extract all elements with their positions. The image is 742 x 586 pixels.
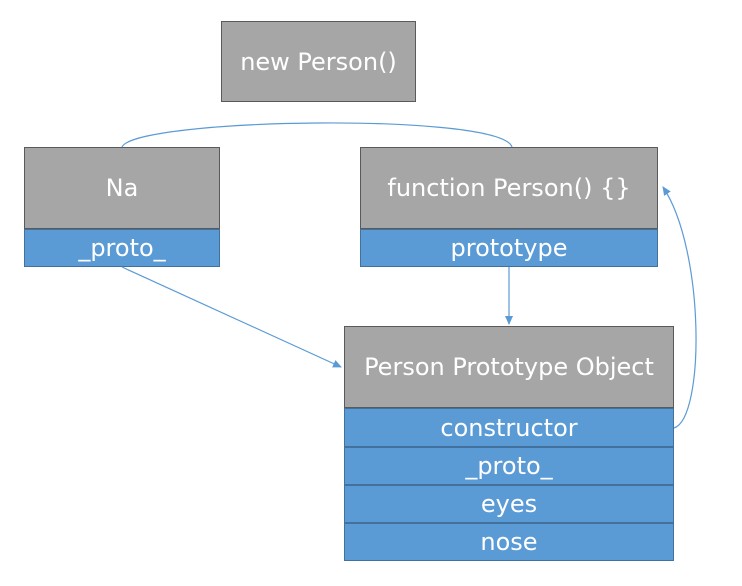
prototype-object-label: Person Prototype Object (364, 353, 654, 381)
instance-proto-label: _proto_ (78, 234, 166, 262)
prototype-row: prototype (360, 229, 658, 267)
row-label: nose (480, 528, 538, 556)
prototype-label: prototype (450, 234, 568, 262)
prototype-object-box: Person Prototype Object (344, 326, 674, 408)
new-person-label: new Person() (240, 47, 397, 76)
instance-proto-arrow (121, 266, 342, 368)
new-person-box: new Person() (221, 21, 416, 102)
instance-box: Na (24, 147, 220, 229)
prototype-object-row-proto: _proto_ (344, 447, 674, 485)
instance-label: Na (105, 174, 139, 202)
prototype-object-row-eyes: eyes (344, 485, 674, 523)
constructor-function-label: function Person() {} (387, 174, 631, 202)
new-connector-curve (121, 122, 513, 148)
row-label: _proto_ (465, 452, 553, 480)
prototype-object-row-constructor: constructor (344, 408, 674, 447)
instance-proto-row: _proto_ (24, 229, 220, 267)
row-label: eyes (480, 490, 538, 518)
prototype-object-row-nose: nose (344, 523, 674, 561)
constructor-function-box: function Person() {} (360, 147, 658, 229)
row-label: constructor (440, 413, 578, 442)
